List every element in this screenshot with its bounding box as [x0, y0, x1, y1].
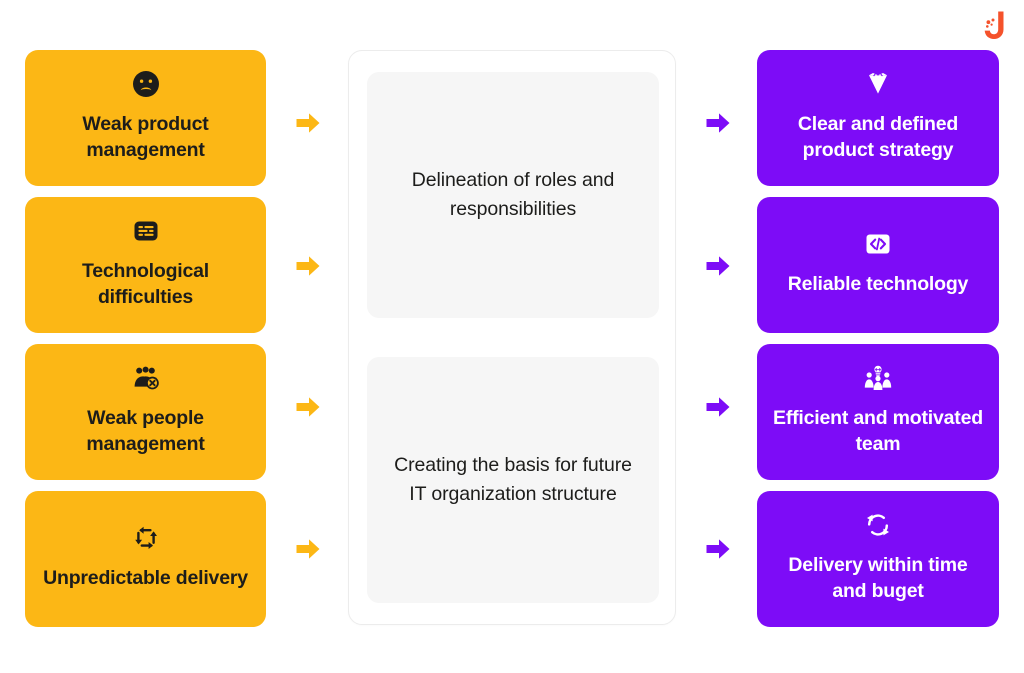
arrow-problem-3-to-middle — [295, 394, 321, 420]
problem-card-technological-difficulties[interactable]: Technological difficulties — [25, 197, 266, 333]
solution-card-delivery-on-time[interactable]: Delivery within time and buget — [757, 491, 999, 627]
team-idea-icon — [863, 363, 893, 393]
shuffle-arrows-icon — [132, 523, 160, 553]
solutions-column: Clear and defined product strategy Relia… — [757, 50, 999, 638]
broken-server-icon — [132, 216, 160, 246]
problem-card-label: Technological difficulties — [81, 259, 210, 308]
arrow-problem-4-to-middle — [295, 536, 321, 562]
middle-card-it-org-structure[interactable]: Creating the basis for future IT organiz… — [367, 357, 659, 603]
problem-card-weak-people-management[interactable]: Weak people management — [25, 344, 266, 480]
sad-face-icon — [132, 69, 160, 99]
solution-card-label: Reliable technology — [787, 272, 969, 295]
brand-logo-j-icon — [976, 6, 1014, 44]
diamond-icon — [864, 69, 892, 99]
arrow-middle-to-solution-2 — [705, 253, 731, 279]
arrow-middle-to-solution-4 — [705, 536, 731, 562]
arrow-middle-to-solution-3 — [705, 394, 731, 420]
problem-card-weak-product-management[interactable]: Weak product management — [25, 50, 266, 186]
solution-card-label: Efficient and motivated team — [773, 406, 983, 455]
problem-card-label: Weak people management — [86, 406, 205, 455]
solution-card-reliable-technology[interactable]: Reliable technology — [757, 197, 999, 333]
middle-card-label: Delineation of roles and responsibilitie… — [411, 168, 615, 220]
problem-card-label: Weak product management — [82, 112, 209, 161]
arrow-problem-2-to-middle — [295, 253, 321, 279]
arrow-problem-1-to-middle — [295, 110, 321, 136]
solution-card-product-strategy[interactable]: Clear and defined product strategy — [757, 50, 999, 186]
problem-card-label: Unpredictable delivery — [43, 566, 248, 589]
people-error-icon — [131, 363, 161, 393]
problems-column: Weak product management Technological di… — [25, 50, 266, 638]
solution-card-label: Delivery within time and buget — [788, 553, 968, 602]
solution-card-label: Clear and defined product strategy — [797, 112, 959, 161]
middle-panel: Delineation of roles and responsibilitie… — [348, 50, 676, 625]
solution-card-motivated-team[interactable]: Efficient and motivated team — [757, 344, 999, 480]
middle-column: Delineation of roles and responsibilitie… — [348, 50, 676, 625]
code-icon — [865, 229, 891, 259]
refresh-icon — [864, 510, 892, 540]
middle-card-roles-responsibilities[interactable]: Delineation of roles and responsibilitie… — [367, 72, 659, 318]
arrow-middle-to-solution-1 — [705, 110, 731, 136]
problem-card-unpredictable-delivery[interactable]: Unpredictable delivery — [25, 491, 266, 627]
middle-card-label: Creating the basis for future IT organiz… — [394, 453, 632, 505]
